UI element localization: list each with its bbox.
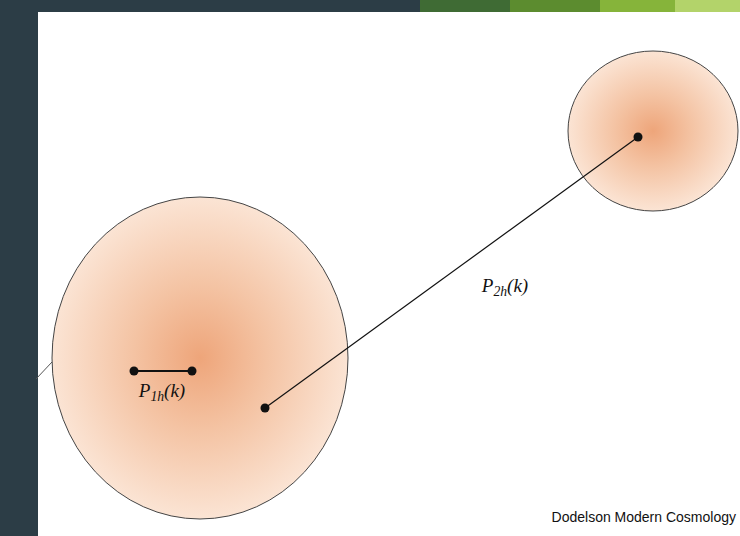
particle-dot	[261, 404, 270, 413]
particle-dot	[188, 367, 197, 376]
particle-dot	[634, 133, 643, 142]
one-halo-pair	[134, 370, 192, 372]
small-halo	[568, 51, 738, 211]
edge-line	[36, 362, 52, 379]
top-bar-green	[600, 0, 675, 12]
side-bar	[0, 0, 38, 536]
power-spectrum-label: P2h(k)	[482, 275, 528, 298]
top-bar-green	[675, 0, 740, 12]
power-spectrum-label: P1h(k)	[139, 380, 185, 403]
two-halo-pair	[265, 137, 638, 408]
particle-dot	[130, 367, 139, 376]
top-bar-green	[510, 0, 600, 12]
source-credit: Dodelson Modern Cosmology	[552, 509, 736, 526]
large-halo	[52, 197, 348, 519]
top-bar-green	[420, 0, 510, 12]
top-bar	[0, 0, 420, 12]
